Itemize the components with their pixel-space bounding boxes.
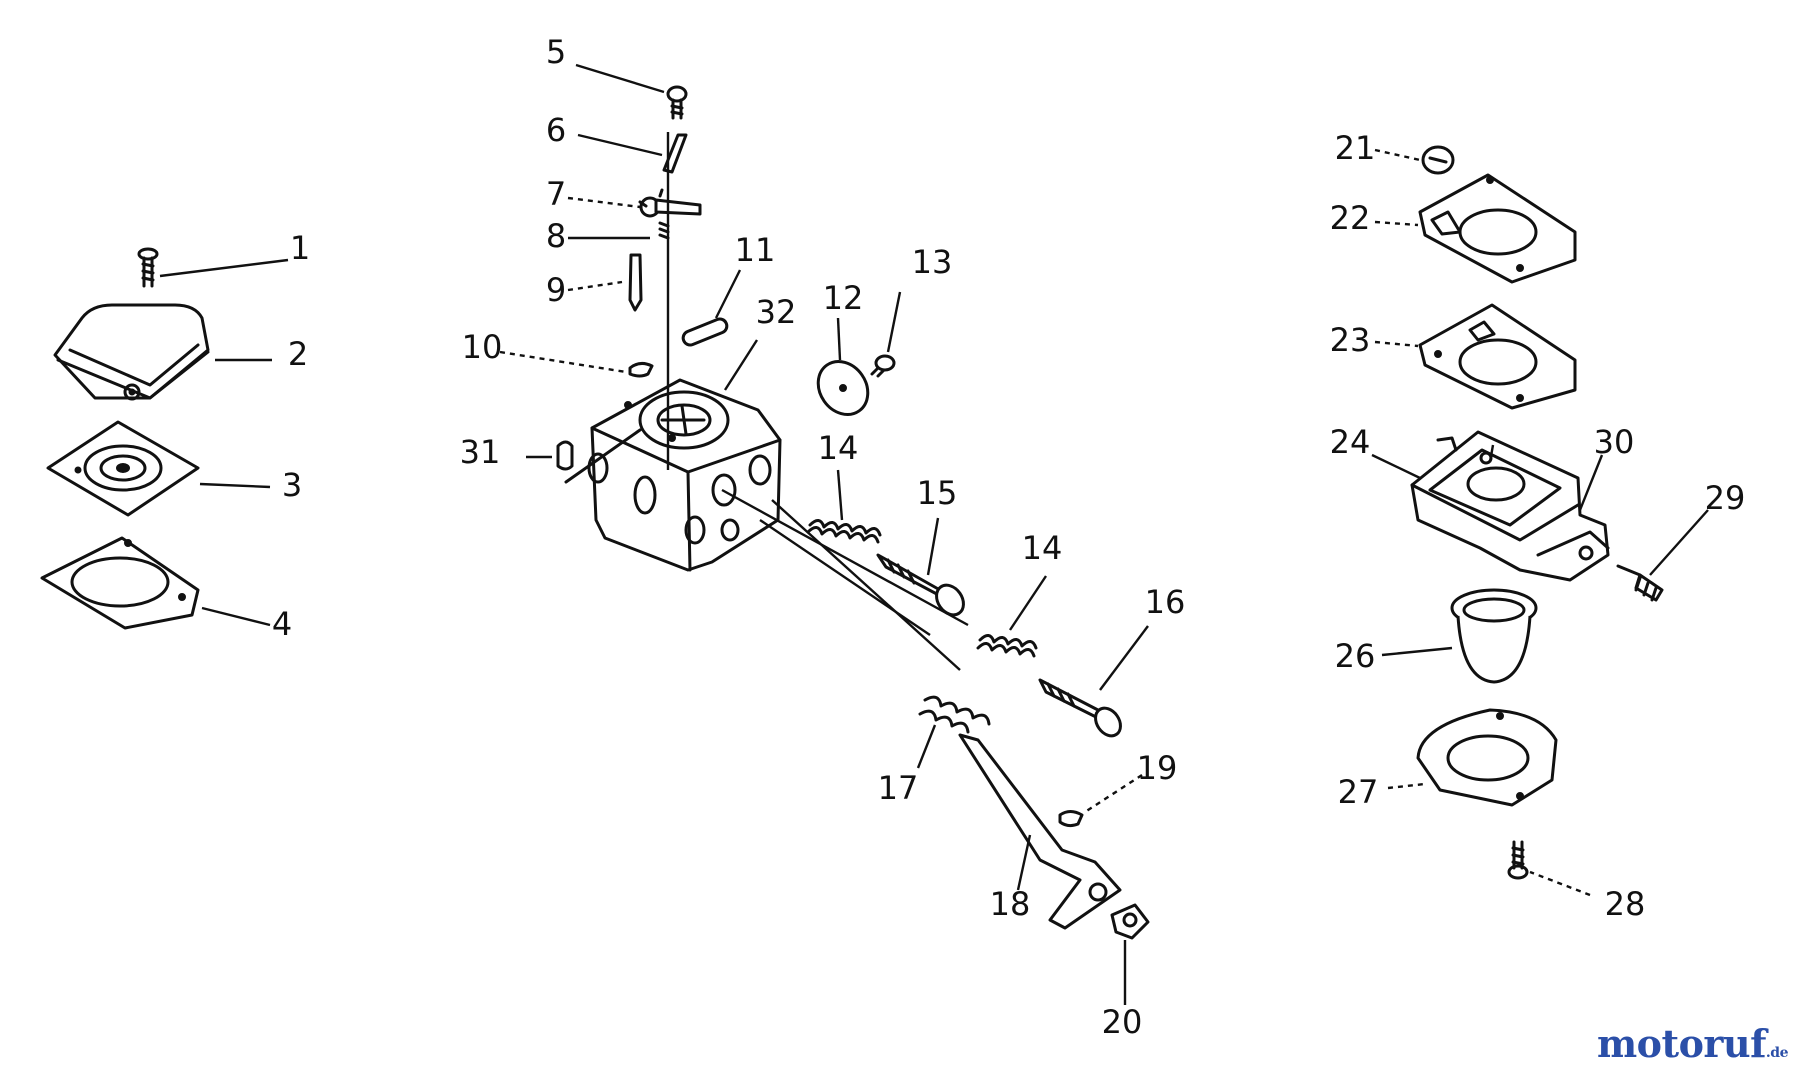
leader-lines [159,63,1709,1005]
callout-19: 19 [1137,749,1178,787]
callout-18: 18 [990,885,1031,923]
site-watermark: motoruf.de [1596,1021,1789,1066]
watermark-suffix: .de [1765,1045,1789,1061]
callout-9: 9 [546,271,566,309]
callout-28: 28 [1605,885,1646,923]
part-13-screw [870,354,896,378]
part-9-needle [628,253,643,312]
callout-14-upper: 14 [818,429,859,467]
part-4-gasket [40,536,200,630]
axis-line-1 [721,488,969,627]
part-11-pin [681,317,729,347]
part-16-adjusting-screw [1038,678,1122,738]
callout-16: 16 [1145,583,1186,621]
part-29-screw [1616,564,1664,602]
callout-5: 5 [546,33,566,71]
axis-line-3 [771,499,961,671]
callout-29: 29 [1705,479,1746,517]
callout-7: 7 [546,175,566,213]
part-17-spring [918,695,991,734]
callout-8: 8 [546,217,566,255]
callout-30: 30 [1594,423,1635,461]
part-19-clip [1058,810,1084,828]
part-10-clip [628,361,654,378]
callout-23: 23 [1330,321,1371,359]
part-5-screw [666,85,688,120]
part-12-disc [816,360,870,416]
part-7-lever [638,188,702,218]
part-24-pump-body [1410,430,1610,582]
callout-15: 15 [917,474,958,512]
callout-11: 11 [735,231,776,269]
callout-32: 32 [756,293,797,331]
part-14-spring-upper [806,519,882,544]
callout-10: 10 [462,328,503,366]
part-15-adjusting-screw [876,553,965,617]
callout-labels: 1 2 3 4 5 6 7 8 9 10 11 12 13 14 14 15 1… [272,33,1746,1041]
callout-24: 24 [1330,423,1371,461]
part-18-lever [958,733,1122,930]
callout-14-lower: 14 [1022,529,1063,567]
part-23-gasket [1418,303,1577,410]
callout-4: 4 [272,605,292,643]
callout-2: 2 [288,335,308,373]
part-2-pump-cover [53,303,210,401]
callout-26: 26 [1335,637,1376,675]
callout-3: 3 [282,466,302,504]
part-32-carburetor-body [564,378,782,572]
callout-1: 1 [290,229,310,267]
part-28-screw [1507,840,1529,880]
callout-22: 22 [1330,199,1371,237]
part-27-retainer [1416,708,1558,807]
part-21-cap [1421,145,1455,175]
callout-27: 27 [1338,773,1379,811]
callout-13: 13 [912,243,953,281]
part-3-pump-diaphragm [46,420,200,517]
watermark-text: motoruf [1596,1021,1766,1066]
part-20-nut [1110,903,1150,940]
callout-21: 21 [1335,129,1376,167]
part-1-screw [137,247,159,288]
callout-12: 12 [823,279,864,317]
callout-31: 31 [460,433,501,471]
part-14-spring-lower [976,634,1038,658]
callout-20: 20 [1102,1003,1143,1041]
part-8-spring [658,221,670,240]
callout-6: 6 [546,111,566,149]
part-31-plug [556,440,574,471]
part-22-diaphragm [1418,173,1577,284]
callout-17: 17 [878,769,919,807]
part-26-primer-bulb [1450,588,1538,684]
